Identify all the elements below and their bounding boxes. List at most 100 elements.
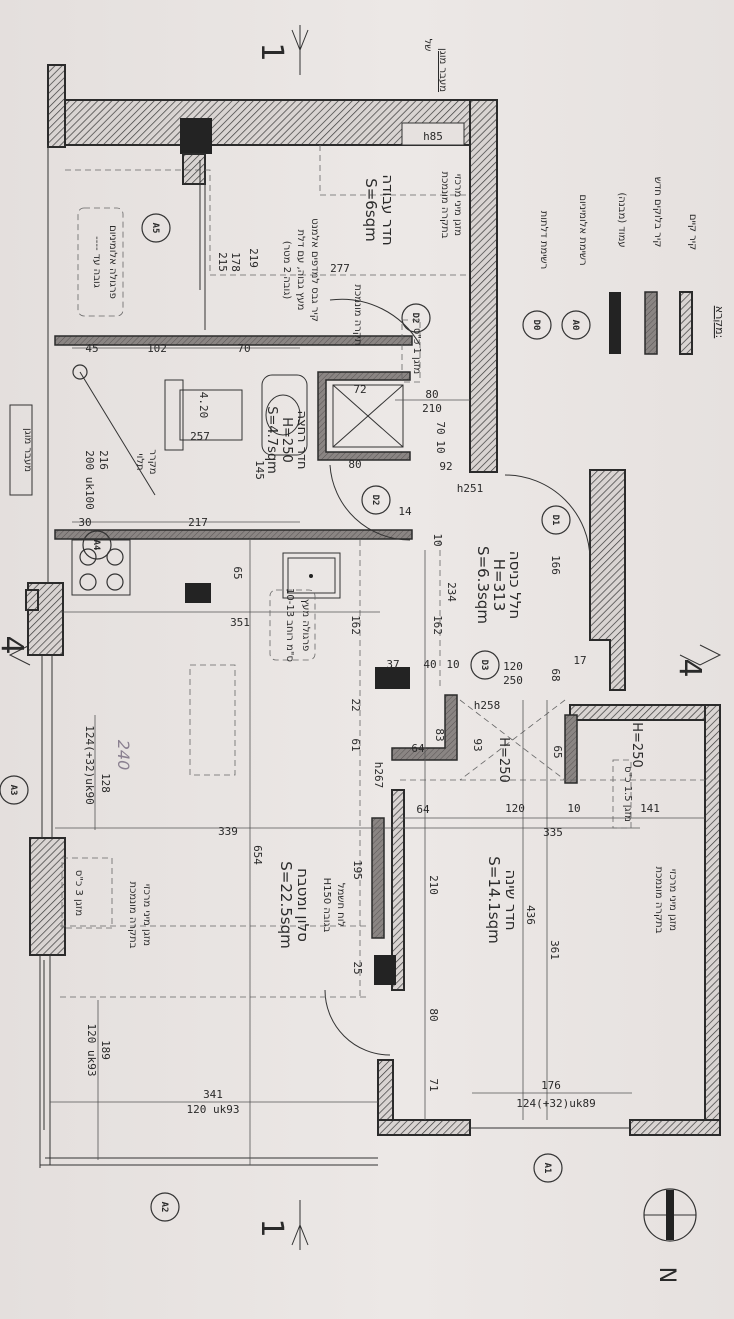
dim-label: 351 [230,616,250,629]
label-box [9,404,33,496]
dim-label: 65 [231,566,244,579]
dim-label: h251 [457,482,484,495]
dim-label: 124(+32)uk89 [516,1097,595,1110]
dim-label: 68 [549,668,562,681]
note-ac-unit-study: בתקרה מונמכת [439,172,450,239]
legend-swatch-column [609,292,621,354]
section-label-bottom: 1 [254,1218,289,1237]
note-ac-unit-living: בתקרה מונמכת [127,882,138,949]
dim-label: 83 [433,728,446,741]
dim-label: 40 [423,658,436,671]
tag-a3: A3 [8,785,18,796]
dim-label: 10 [446,658,459,671]
room-bath-name: חדר רחצה [294,410,309,469]
note-ceiling: תקרה מונמכת [352,284,363,345]
door-height: H=250 [496,737,511,782]
dim-label: 92 [439,460,452,473]
dim-label: 93 [471,738,484,751]
tag-d2: D2 [370,495,380,506]
room-entry-height: H=313 [490,559,508,611]
tag-d3: D3 [479,660,489,671]
dim-label: 210 [422,402,442,415]
existing-wall [29,837,66,956]
note-fridge: מקרר [147,449,158,474]
dimension-lines [50,145,705,1165]
dim-label: 64 [416,803,430,816]
section-label-top: 1 [254,42,289,61]
room-bedroom-area: S=14.1sqm [485,856,503,943]
shower-drain-icon [72,364,88,380]
dim-label: 80 [427,1008,440,1021]
legend-tag-circle [561,310,591,340]
dim-label: 22 [349,698,362,711]
dim-label: 61 [349,738,362,751]
block-wall [391,694,458,761]
note-shelves: (גובה 2 מטר) [281,241,292,300]
dim-label: h267 [372,762,385,789]
existing-wall [377,1059,394,1121]
note-shelves: קיר גבס למדפים אלמנט [309,218,320,322]
dim-label: 219 [247,248,260,268]
block-wall [54,529,413,540]
doors [324,298,591,1056]
dim-label: 70 [434,421,447,434]
door-swing-d1 [504,474,591,561]
dim-label: 37 [386,658,399,671]
dim-label: 80 [425,388,438,401]
note-ac-study: מזגן 1 כ"ס [411,328,422,374]
tag-d1: D1 [550,515,560,526]
legend-label: קיר קיים [687,214,698,250]
dim-label: 250 [503,674,523,687]
note-pergola: 10-13 ס"מ רוחב [284,588,295,662]
dim-label: 178 [229,252,242,272]
legend-title: מקרא: [713,306,726,339]
dim-label: 17 [573,654,586,667]
dim-label: 4.20 [197,392,210,419]
note-ac-unit-study: מזגן מיני מרכזי [452,174,463,236]
dim-label: 166 [549,555,562,575]
note-ac-unit-bed: בתקרה מונמכת [653,867,664,934]
structural-column [185,583,211,603]
note-pergola2: פרגולה אלומיניום [107,225,118,299]
dim-label: 71 [427,1078,440,1091]
dim-label: 234 [445,582,458,602]
dim-label: 341 [203,1088,223,1101]
door-swing-d2 [329,298,421,346]
room-study-name: חדר עבודה [379,174,397,245]
room-labels: חדר עבודה S=6sqm חדר רחצה H=250 S=4.7sqm… [264,174,644,948]
toilet-icon [265,394,301,436]
dim-label: 216 [97,450,110,470]
legend-label: רשימת דלתות [538,211,549,270]
dim-label: 200 uk100 [83,450,96,510]
dim-label: 128 [99,773,112,793]
sliding-door-d3 [459,699,566,781]
dim-label: 10 [434,440,447,453]
structural-column [180,118,212,154]
towel-radiator-icon [164,379,184,451]
fixtures [43,160,404,1130]
section-label-left: 4 [0,635,29,654]
legend: מקרא: קיר קיים קיר בלוקים חדש עמוד (מבנה… [522,177,726,355]
existing-wall [377,1119,471,1136]
room-entry-area: S=6.3sqm [474,546,492,624]
bottom-box-label: מעבר מוגן [22,428,33,472]
dim-label: 30 [78,516,91,529]
section-label-right: 4 [672,658,707,677]
legend-tag-circle [522,310,552,340]
note-fridge: תלוי [134,453,145,470]
dim-label: 335 [543,826,563,839]
existing-wall [629,1119,721,1136]
dim-label: 45 [85,342,98,355]
existing-wall [569,704,721,721]
dim-label: 102 [147,342,167,355]
room-bedroom-name: חדר שינה [502,869,520,930]
block-wall [564,714,578,784]
dim-label: 120 [505,802,525,815]
dim-label: 65 [551,745,564,758]
dim-label: 70 [237,342,250,355]
dim-label: 120 uk93 [85,1024,98,1077]
tag-a2: A2 [159,1202,169,1213]
room-bath-area: S=4.7sqm [264,406,279,474]
existing-wall [589,469,626,691]
section-markers: 1 1 4 4 [0,25,722,1250]
